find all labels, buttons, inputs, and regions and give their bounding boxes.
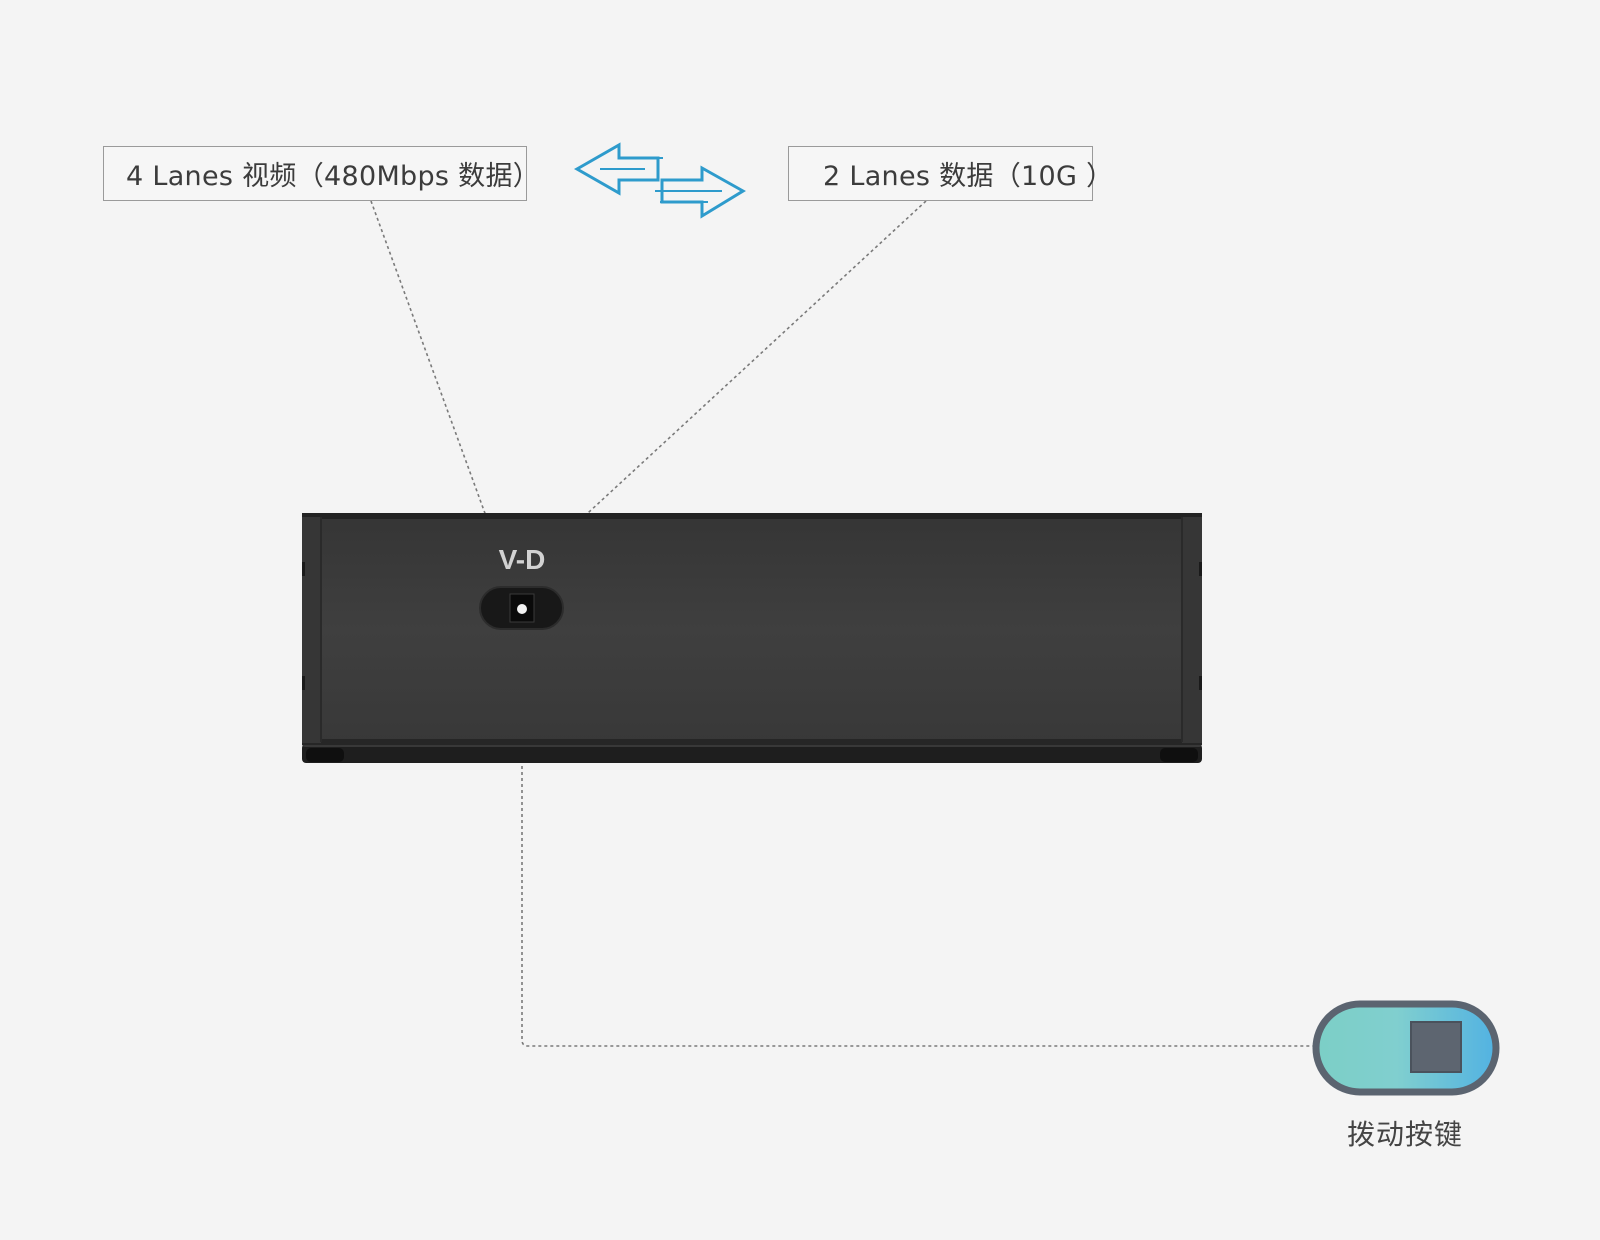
leader-line-video <box>370 200 495 539</box>
data-lanes-label: 2 Lanes 数据（10G ） <box>788 146 1113 201</box>
device-left-edge <box>302 517 321 743</box>
slide-switch-port[interactable] <box>479 586 564 630</box>
device: V-D <box>302 513 1202 763</box>
device-right-edge <box>1182 517 1202 743</box>
toggle-switch-icon[interactable] <box>1312 1000 1500 1096</box>
device-body <box>302 513 1202 747</box>
leader-lines <box>370 200 1318 1047</box>
double-arrow-icon <box>573 142 746 219</box>
leader-line-switch <box>521 616 1318 1047</box>
data-lanes-text: 2 Lanes 数据（10G ） <box>823 161 1114 192</box>
port-indicator-dot <box>517 604 527 614</box>
video-lanes-text: 4 Lanes 视频（480Mbps 数据） <box>126 161 541 192</box>
switch-caption: 拨动按键 <box>1346 1118 1463 1151</box>
device-base <box>302 744 1202 763</box>
toggle-knob <box>1410 1021 1462 1073</box>
leader-line-data <box>549 200 927 549</box>
video-lanes-label: 4 Lanes 视频（480Mbps 数据） <box>103 146 540 201</box>
port-label: V-D <box>499 544 546 575</box>
